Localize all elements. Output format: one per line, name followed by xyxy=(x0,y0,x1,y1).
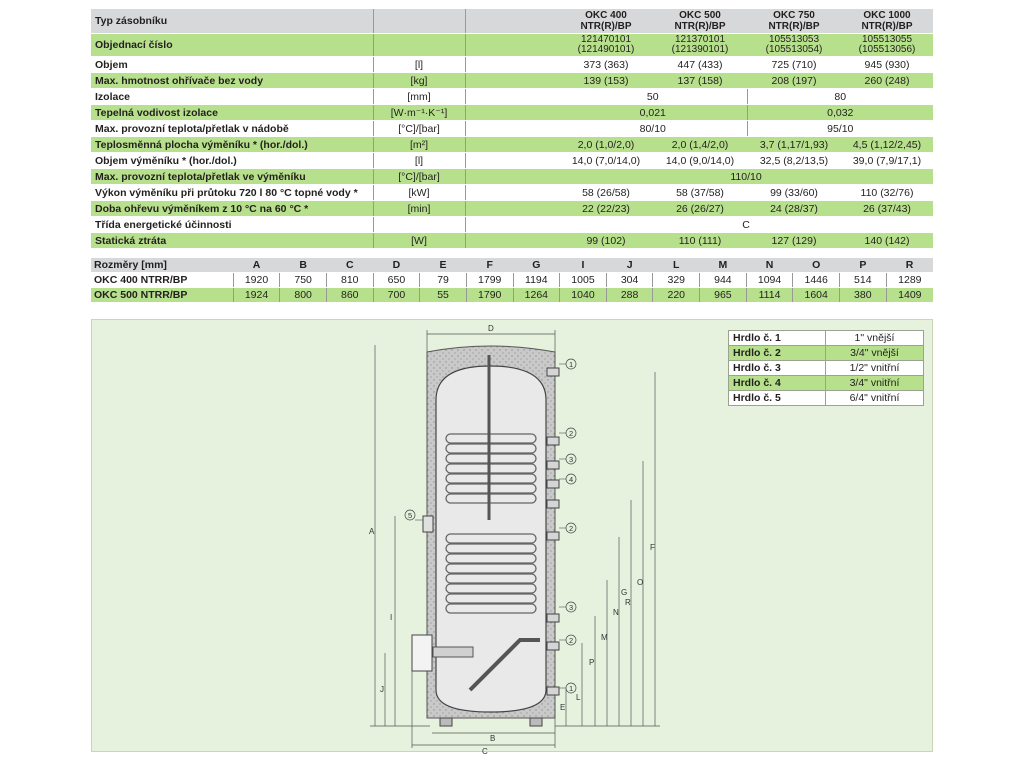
dim-label-b: B xyxy=(490,734,495,743)
spec-row-insulation: Izolace [mm] 50 80 xyxy=(91,88,933,105)
spec-row-conductivity: Tepelná vodivost izolace [W·m⁻¹·K⁻¹] 0,0… xyxy=(91,104,933,121)
inlet-pipe xyxy=(468,638,540,692)
dim-label-g: G xyxy=(621,588,627,597)
callout-1-top: 1 xyxy=(569,360,573,369)
callout-2-b: 2 xyxy=(569,524,573,533)
spec-row-order: Objednací číslo 121470101(121490101) 121… xyxy=(91,33,933,57)
callout-3-a: 3 xyxy=(569,455,573,464)
right-ports xyxy=(546,367,560,696)
callouts: 1 2 3 4 2 3 2 1 5 xyxy=(404,358,577,694)
callout-4: 4 xyxy=(569,475,573,484)
dim-label-e: E xyxy=(560,703,565,712)
tank-vessel xyxy=(435,365,547,713)
spec-header-label: Typ zásobníku xyxy=(91,9,373,34)
callout-5: 5 xyxy=(408,511,412,520)
spec-row-energy: Třída energetické účinnosti C xyxy=(91,216,933,233)
upper-coil xyxy=(445,433,537,504)
spec-row-extemp: Max. provozní teplota/přetlak ve výměník… xyxy=(91,168,933,185)
dim-label-m: M xyxy=(601,633,608,642)
spec-row-heating: Doba ohřevu výměníkem z 10 °C na 60 °C *… xyxy=(91,200,933,217)
dimensions-table: Rozměry [mm] A B C D E F G I J L M N O P… xyxy=(91,258,933,303)
dim-label-a: A xyxy=(369,527,375,536)
dim-label-r: R xyxy=(625,598,631,607)
dimensions-row-okc400: OKC 400 NTRR/BP 1920 750 810 650 79 1799… xyxy=(91,272,933,288)
port-row-1: Hrdlo č. 1 1" vnější xyxy=(728,330,924,346)
spec-row-loss: Statická ztráta [W] 99 (102) 110 (111) 1… xyxy=(91,232,933,249)
callout-2-c: 2 xyxy=(569,636,573,645)
dim-label-o: O xyxy=(637,578,643,587)
dim-label-i: I xyxy=(390,613,392,622)
dim-label-d: D xyxy=(488,324,494,333)
dimensions-header-row: Rozměry [mm] A B C D E F G I J L M N O P… xyxy=(91,258,933,273)
dim-label-j: J xyxy=(380,685,384,694)
spec-row-maxtemp: Max. provozní teplota/přetlak v nádobě [… xyxy=(91,120,933,137)
spec-row-volume: Objem [l] 373 (363) 447 (433) 725 (710) … xyxy=(91,56,933,73)
dim-label-l: L xyxy=(576,693,581,702)
lower-coil xyxy=(445,533,537,614)
port-5-stub xyxy=(422,515,434,533)
inspection-flange xyxy=(411,634,433,672)
port-row-5: Hrdlo č. 5 6/4" vnitřní xyxy=(728,390,924,406)
dimensions-row-okc500: OKC 500 NTRR/BP 1924 800 860 700 55 1790… xyxy=(91,287,933,303)
dim-label-n: N xyxy=(613,608,619,617)
spec-row-mass: Max. hmotnost ohřívače bez vody [kg] 139… xyxy=(91,72,933,89)
port-row-3: Hrdlo č. 3 1/2" vnitřní xyxy=(728,360,924,376)
spec-row-exvol: Objem výměníku * (hor./dol.) [l] 14,0 (7… xyxy=(91,152,933,169)
callout-3-b: 3 xyxy=(569,603,573,612)
port-row-4: Hrdlo č. 4 3/4" vnitřní xyxy=(728,375,924,391)
callout-1-bottom: 1 xyxy=(569,684,573,693)
spec-row-area: Teplosměnná plocha výměníku * (hor./dol.… xyxy=(91,136,933,153)
port-row-2: Hrdlo č. 2 3/4" vnější xyxy=(728,345,924,361)
dim-label-p: P xyxy=(589,658,594,667)
ports-legend: Hrdlo č. 1 1" vnější Hrdlo č. 2 3/4" vně… xyxy=(728,330,924,406)
dim-label-f: F xyxy=(650,543,655,552)
dim-label-c: C xyxy=(482,747,488,756)
spec-row-power: Výkon výměníku při průtoku 720 l 80 °C t… xyxy=(91,184,933,201)
callout-2-a: 2 xyxy=(569,429,573,438)
